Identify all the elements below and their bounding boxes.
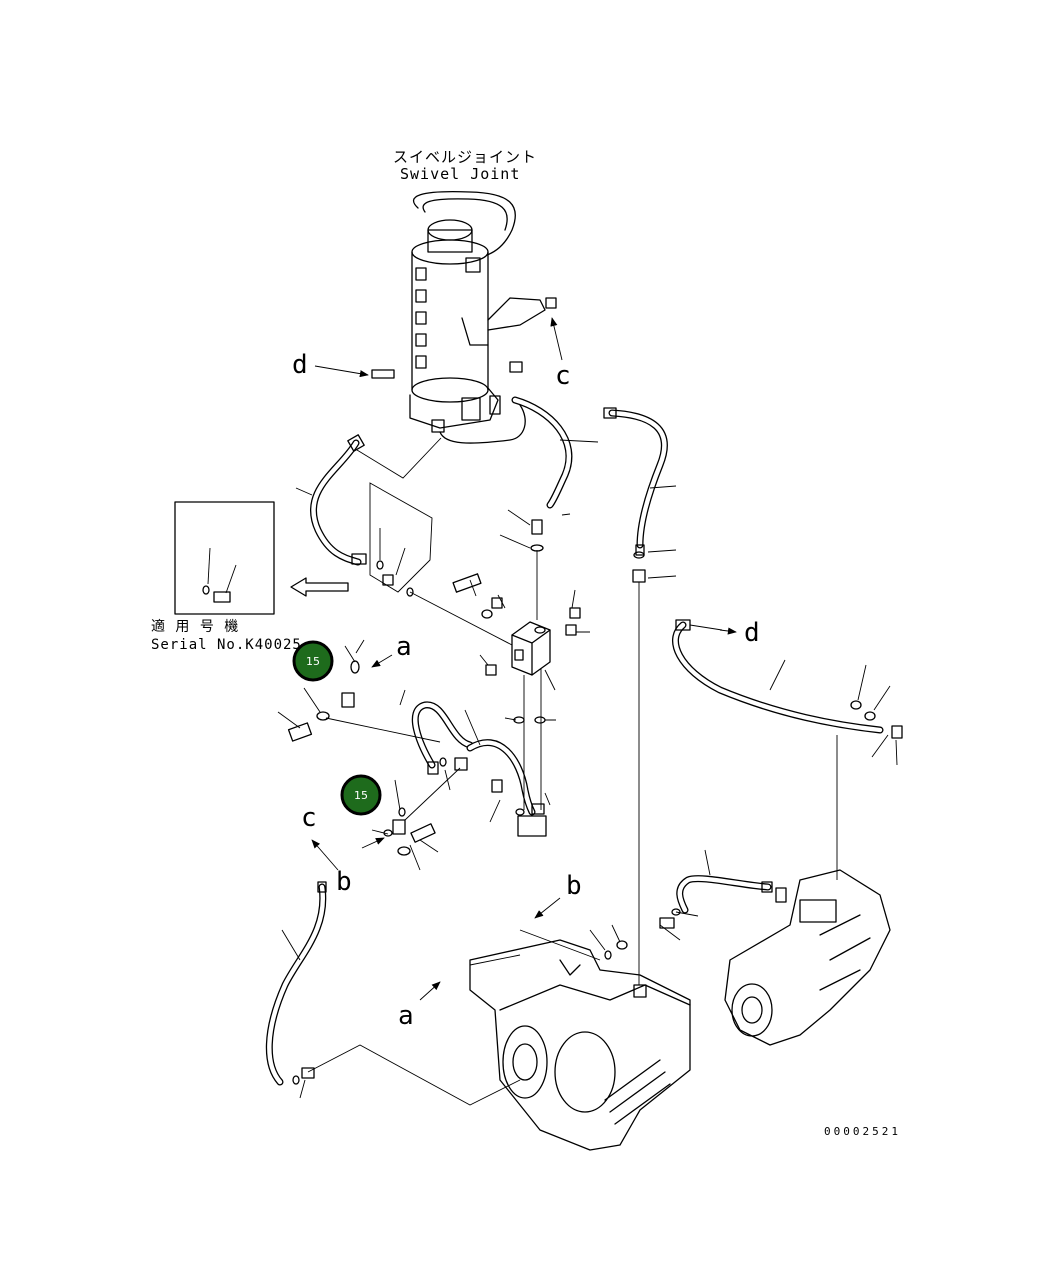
serial-label-en: Serial No.K40025~	[151, 637, 311, 653]
arrow-label-d-top: d	[292, 350, 308, 380]
serial-label-jp: 適 用 号 機	[151, 618, 239, 635]
part-callout-15-lower[interactable]: 15	[340, 774, 382, 816]
arrow-label-d-right: d	[744, 618, 760, 648]
part-callout-15-lower-number: 15	[354, 789, 368, 802]
travel-motor-right	[724, 869, 891, 1046]
serial-inset	[174, 501, 349, 615]
fittings	[287, 361, 903, 1085]
part-callout-15-upper-number: 15	[306, 655, 320, 668]
hoses	[265, 396, 884, 1086]
swivel-joint-label-en: Swivel Joint	[400, 165, 520, 183]
travel-motor-left	[469, 939, 691, 1151]
arrow-label-c-top: c	[555, 361, 571, 391]
swivel-joint-assembly: スイベルジョイント Swivel Joint	[393, 148, 557, 444]
arrow-label-b-right: b	[566, 871, 582, 901]
leader-lines	[207, 437, 898, 1106]
valve-block	[511, 621, 551, 676]
arrow-label-a-bottom: a	[398, 1001, 414, 1031]
illustration-code: 00002521	[824, 1125, 901, 1138]
arrow-label-c-bottom: c	[301, 803, 317, 833]
arrow-label-a-top: a	[396, 632, 412, 662]
part-callout-15-upper[interactable]: 15	[292, 640, 334, 682]
direction-arrows	[311, 317, 737, 1001]
arrow-label-b-left: b	[336, 867, 352, 897]
swivel-joint-label-jp: スイベルジョイント	[393, 148, 537, 166]
